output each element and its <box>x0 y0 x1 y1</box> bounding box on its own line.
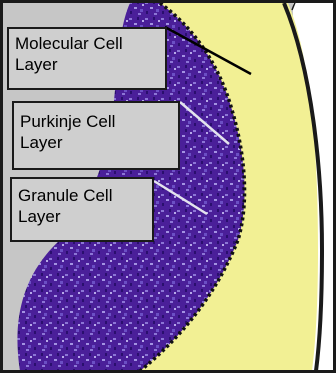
purkinje-label-line2: Layer <box>20 132 172 153</box>
granule-cell-layer-label: Granule Cell Layer <box>10 177 154 242</box>
molecular-label-line2: Layer <box>15 54 159 75</box>
granule-label-line1: Granule Cell <box>18 185 146 206</box>
molecular-label-line1: Molecular Cell <box>15 33 159 54</box>
purkinje-label-line1: Purkinje Cell <box>20 111 172 132</box>
purkinje-cell-layer-label: Purkinje Cell Layer <box>12 101 180 170</box>
granule-label-line2: Layer <box>18 206 146 227</box>
molecular-cell-layer-label: Molecular Cell Layer <box>7 27 167 90</box>
